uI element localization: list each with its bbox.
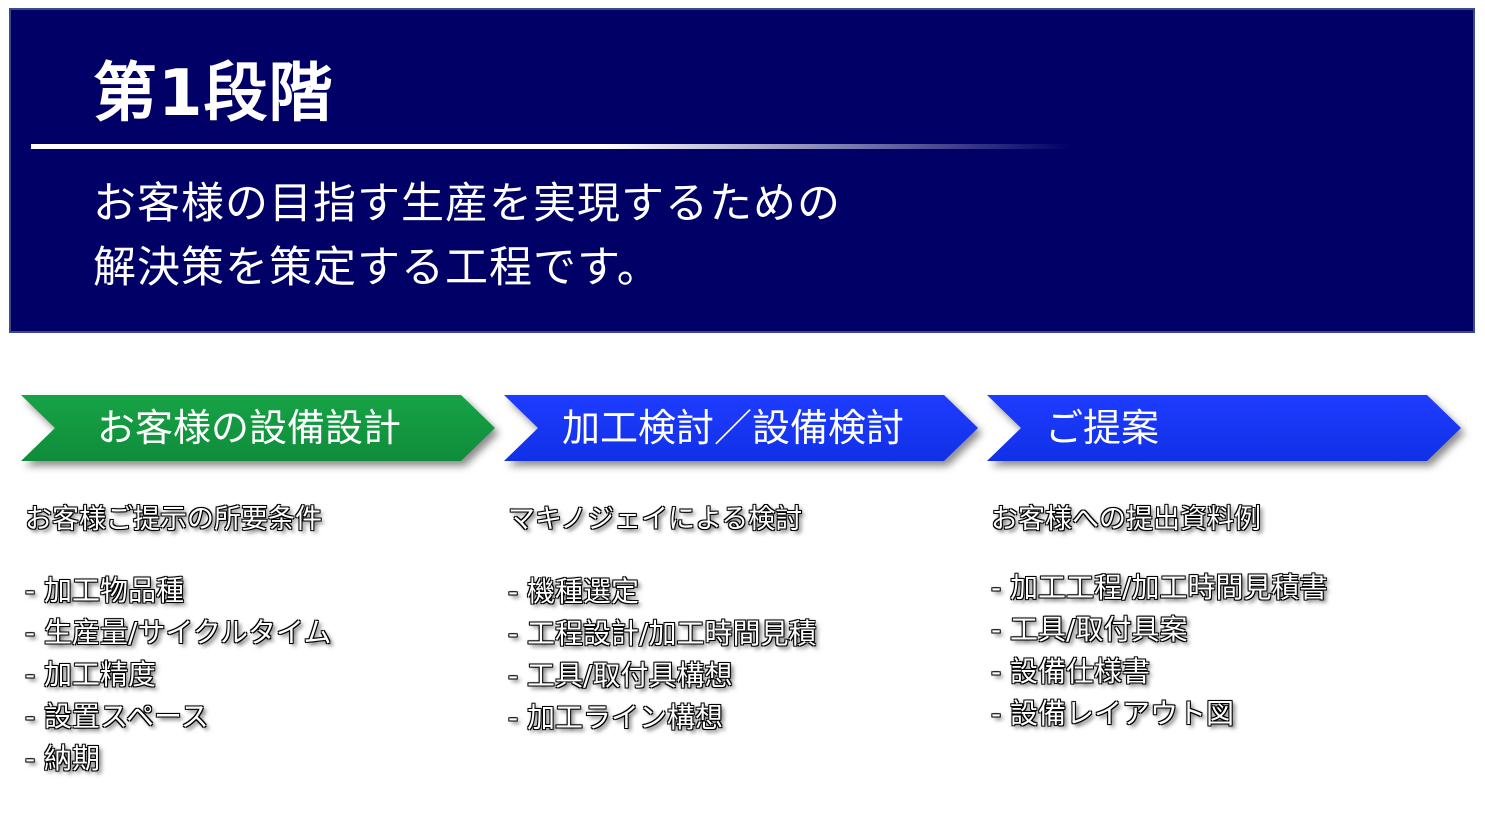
list-item: - 加工精度 (25, 658, 157, 691)
step-label: ご提案 (1045, 406, 1160, 450)
stage-description: お客様の目指す生産を実現するための解決策を策定する工程です。 (93, 172, 841, 300)
list-item: - 工具/取付具構想 (508, 659, 733, 692)
stage-description-line-1: お客様の目指す生産を実現するための (93, 179, 841, 229)
step-arrow-shape (504, 395, 978, 461)
step-label: 加工検討／設備検討 (562, 406, 905, 450)
column-heading-review: マキノジェイによる検討 (508, 504, 803, 535)
list-item: - 設備仕様書 (991, 655, 1151, 688)
stage-title: 第1段階 (93, 57, 334, 131)
requirements-list: - 加工物品種 - 生産量/サイクルタイム - 加工精度 - 設置スペース - … (25, 570, 331, 780)
step-arrow-equipment-design: お客様の設備設計 (21, 395, 495, 461)
list-item: - 生産量/サイクルタイム (25, 616, 332, 649)
list-item: - 加工工程/加工時間見積書 (991, 571, 1328, 604)
step-label: お客様の設備設計 (97, 406, 402, 450)
list-item: - 加工ライン構想 (508, 701, 724, 734)
list-item: - 工具/取付具案 (991, 613, 1188, 646)
step-arrow-machining-review: 加工検討／設備検討 (504, 395, 978, 461)
list-item: - 設備レイアウト図 (991, 697, 1235, 730)
review-list: - 機種選定 - 工程設計/加工時間見積 - 工具/取付具構想 - 加工ライン構… (508, 571, 816, 739)
list-item: - 機種選定 (508, 575, 640, 608)
list-item: - 加工物品種 (25, 574, 185, 607)
deliverables-list: - 加工工程/加工時間見積書 - 工具/取付具案 - 設備仕様書 - 設備レイア… (991, 567, 1327, 735)
column-heading-deliverables: お客様への提出資料例 (991, 504, 1261, 535)
step-arrow-shape (987, 395, 1461, 461)
step-arrow-shape (21, 395, 495, 461)
step-arrow-proposal: ご提案 (987, 395, 1461, 461)
title-divider (31, 144, 1071, 149)
column-heading-requirements: お客様ご提示の所要条件 (25, 504, 322, 535)
list-item: - 設置スペース (25, 700, 209, 733)
stage-header-panel: 第1段階 お客様の目指す生産を実現するための解決策を策定する工程です。 (9, 8, 1475, 333)
stage-description-line-2: 解決策を策定する工程です。 (93, 243, 661, 293)
list-item: - 工程設計/加工時間見積 (508, 617, 817, 650)
list-item: - 納期 (25, 742, 101, 775)
